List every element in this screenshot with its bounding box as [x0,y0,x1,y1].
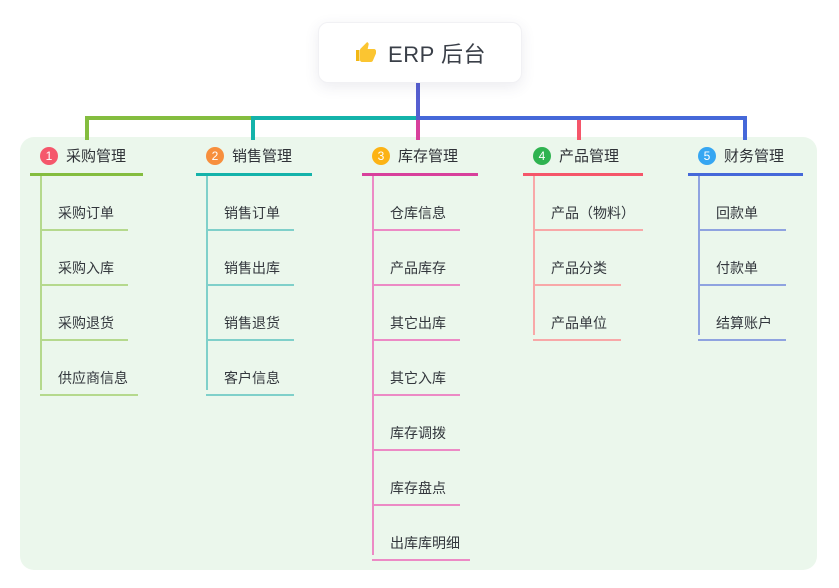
branch-库存管理: 3 库存管理仓库信息产品库存其它出库其它入库库存调拨库存盘点出库库明细 [362,145,478,561]
branch-number-badge: 5 [698,146,716,165]
track-segment [251,116,420,120]
root-node-erp[interactable]: ERP 后台 [318,22,522,83]
branch-spine-line [698,176,700,335]
branch-item[interactable]: 其它入库 [372,368,460,396]
branch-item-row: 产品（物料） [523,176,643,231]
branch-drop-line [743,116,747,140]
branches-panel [20,137,817,570]
branch-item-row: 库存盘点 [362,451,478,506]
branch-spine-line [372,176,374,555]
branch-spine-line [40,176,42,390]
branch-item[interactable]: 销售退货 [206,313,294,341]
branch-item-row: 回款单 [688,176,803,231]
branch-item[interactable]: 产品单位 [533,313,621,341]
branch-item-row: 付款单 [688,231,803,286]
branch-number-badge: 3 [372,146,390,165]
branch-drop-line [416,116,420,140]
branch-item-row: 出库库明细 [362,506,478,561]
branch-采购管理: 1 采购管理采购订单采购入库采购退货供应商信息 [30,145,143,396]
branch-item[interactable]: 供应商信息 [40,368,138,396]
branch-item-row: 结算账户 [688,286,803,341]
track-segment [416,116,747,120]
branch-item[interactable]: 仓库信息 [372,203,460,231]
branch-item[interactable]: 采购订单 [40,203,128,231]
branch-item-row: 其它出库 [362,286,478,341]
branch-item[interactable]: 结算账户 [698,313,786,341]
branch-产品管理: 4 产品管理产品（物料） 产品分类产品单位 [523,145,643,341]
branch-drop-line [85,116,89,140]
branch-items: 回款单付款单结算账户 [688,176,803,341]
branch-label: 产品管理 [559,148,620,165]
branch-item-row: 库存调拨 [362,396,478,451]
branch-item-row: 销售出库 [196,231,312,286]
branch-item-row: 仓库信息 [362,176,478,231]
branch-number-badge: 4 [533,146,551,165]
branch-item[interactable]: 回款单 [698,203,786,231]
branch-item-row: 采购退货 [30,286,143,341]
branch-item[interactable]: 其它出库 [372,313,460,341]
branch-item[interactable]: 产品库存 [372,258,460,286]
branch-items: 销售订单销售出库销售退货客户信息 [196,176,312,396]
root-stem-line [416,82,420,120]
branch-item-row: 产品单位 [523,286,643,341]
branch-label: 财务管理 [724,148,785,165]
branch-item-row: 销售退货 [196,286,312,341]
branch-items: 仓库信息产品库存其它出库其它入库库存调拨库存盘点出库库明细 [362,176,478,561]
branch-items: 产品（物料） 产品分类产品单位 [523,176,643,341]
branch-item[interactable]: 出库库明细 [372,533,470,561]
branch-label: 库存管理 [398,148,459,165]
branch-item[interactable]: 库存调拨 [372,423,460,451]
track-segment [85,116,255,120]
branch-item[interactable]: 库存盘点 [372,478,460,506]
branch-item-row: 客户信息 [196,341,312,396]
branch-header[interactable]: 1 采购管理 [30,145,143,176]
branch-item-row: 销售订单 [196,176,312,231]
branch-财务管理: 5 财务管理回款单付款单结算账户 [688,145,803,341]
branch-header[interactable]: 4 产品管理 [523,145,643,176]
branch-label: 销售管理 [232,148,293,165]
branch-items: 采购订单采购入库采购退货供应商信息 [30,176,143,396]
branch-drop-line [577,116,581,140]
branch-item[interactable]: 付款单 [698,258,786,286]
branch-spine-line [206,176,208,390]
branch-item[interactable]: 采购入库 [40,258,128,286]
branch-item[interactable]: 产品分类 [533,258,621,286]
branch-spine-line [533,176,535,335]
branch-drop-line [251,116,255,140]
branch-label: 采购管理 [66,148,127,165]
thumbs-up-icon [356,41,377,62]
branch-item[interactable]: 销售订单 [206,203,294,231]
branch-item-row: 产品库存 [362,231,478,286]
root-node-label: ERP 后台 [388,41,486,67]
branch-item-row: 采购订单 [30,176,143,231]
branch-item-row: 供应商信息 [30,341,143,396]
branch-header[interactable]: 2 销售管理 [196,145,312,176]
branch-item[interactable]: 采购退货 [40,313,128,341]
branch-销售管理: 2 销售管理销售订单销售出库销售退货客户信息 [196,145,312,396]
branch-item-row: 其它入库 [362,341,478,396]
branch-item-row: 产品分类 [523,231,643,286]
branch-number-badge: 1 [40,146,58,165]
branch-item[interactable]: 销售出库 [206,258,294,286]
branch-number-badge: 2 [206,146,224,165]
branch-item-row: 采购入库 [30,231,143,286]
branch-header[interactable]: 3 库存管理 [362,145,478,176]
branch-item[interactable]: 客户信息 [206,368,294,396]
branch-header[interactable]: 5 财务管理 [688,145,803,176]
branch-item[interactable]: 产品（物料） [533,203,643,231]
